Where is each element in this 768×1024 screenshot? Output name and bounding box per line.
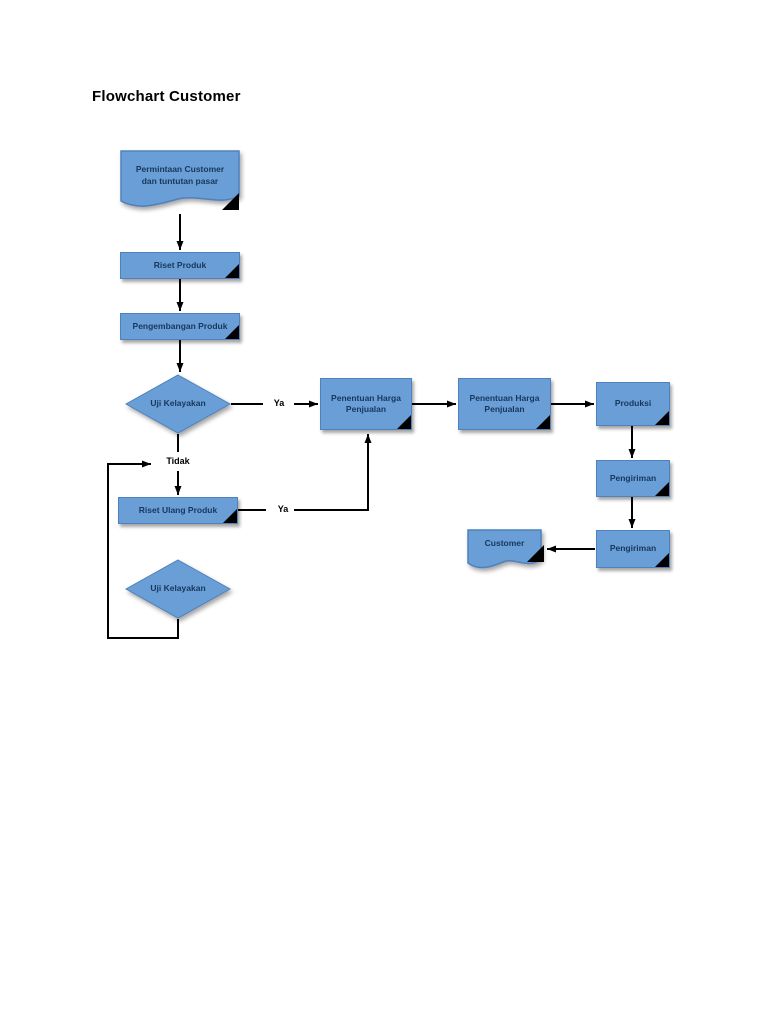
page-fold-icon: [397, 415, 411, 429]
node-pengiriman-1: Pengiriman: [596, 460, 670, 497]
node-label: Permintaan Customer dan tuntutan pasar: [135, 164, 225, 186]
node-permintaan-customer: Permintaan Customer dan tuntutan pasar: [120, 150, 240, 213]
edge-label-ya-2: Ya: [277, 504, 289, 514]
node-label: Pengiriman: [609, 472, 657, 483]
page-fold-icon: [536, 415, 550, 429]
node-penentuan-harga-2: Penentuan Harga Penjualan: [458, 378, 551, 430]
page-fold-icon: [527, 545, 544, 562]
node-uji-kelayakan-1: Uji Kelayakan: [125, 374, 231, 434]
node-label: Penentuan Harga Penjualan: [331, 392, 401, 414]
page-fold-icon: [225, 325, 239, 339]
node-riset-ulang-produk: Riset Ulang Produk: [118, 497, 238, 524]
node-penentuan-harga-1: Penentuan Harga Penjualan: [320, 378, 412, 430]
edge-label-tidak: Tidak: [166, 456, 190, 466]
arrow-ya2-to-penentuan1: [294, 434, 372, 511]
node-label: Customer: [484, 538, 525, 549]
node-label: Penentuan Harga Penjualan: [469, 392, 540, 414]
node-label: Produksi: [614, 398, 652, 409]
page-fold-icon: [225, 264, 239, 278]
page-fold-icon: [223, 509, 237, 523]
node-customer: Customer: [467, 529, 544, 574]
node-label: Riset Produk: [153, 259, 207, 270]
node-produksi: Produksi: [596, 382, 670, 426]
page-fold-icon: [655, 482, 669, 496]
page-fold-icon: [655, 411, 669, 425]
node-uji-kelayakan-2: Uji Kelayakan: [125, 559, 231, 619]
decision-diamond: [125, 559, 231, 619]
node-pengiriman-2: Pengiriman: [596, 530, 670, 568]
page-fold-icon: [655, 553, 669, 567]
node-riset-produk: Riset Produk: [120, 252, 240, 279]
node-pengembangan-produk: Pengembangan Produk: [120, 313, 240, 340]
decision-diamond: [125, 374, 231, 434]
node-label: Pengembangan Produk: [132, 320, 228, 331]
node-label: Uji Kelayakan: [150, 583, 206, 594]
node-label: Uji Kelayakan: [150, 398, 206, 409]
edge-label-ya-1: Ya: [273, 398, 285, 408]
node-label: Riset Ulang Produk: [138, 504, 218, 515]
page-title: Flowchart Customer: [92, 88, 241, 105]
page-fold-icon: [222, 193, 239, 210]
node-label: Pengiriman: [609, 543, 657, 554]
